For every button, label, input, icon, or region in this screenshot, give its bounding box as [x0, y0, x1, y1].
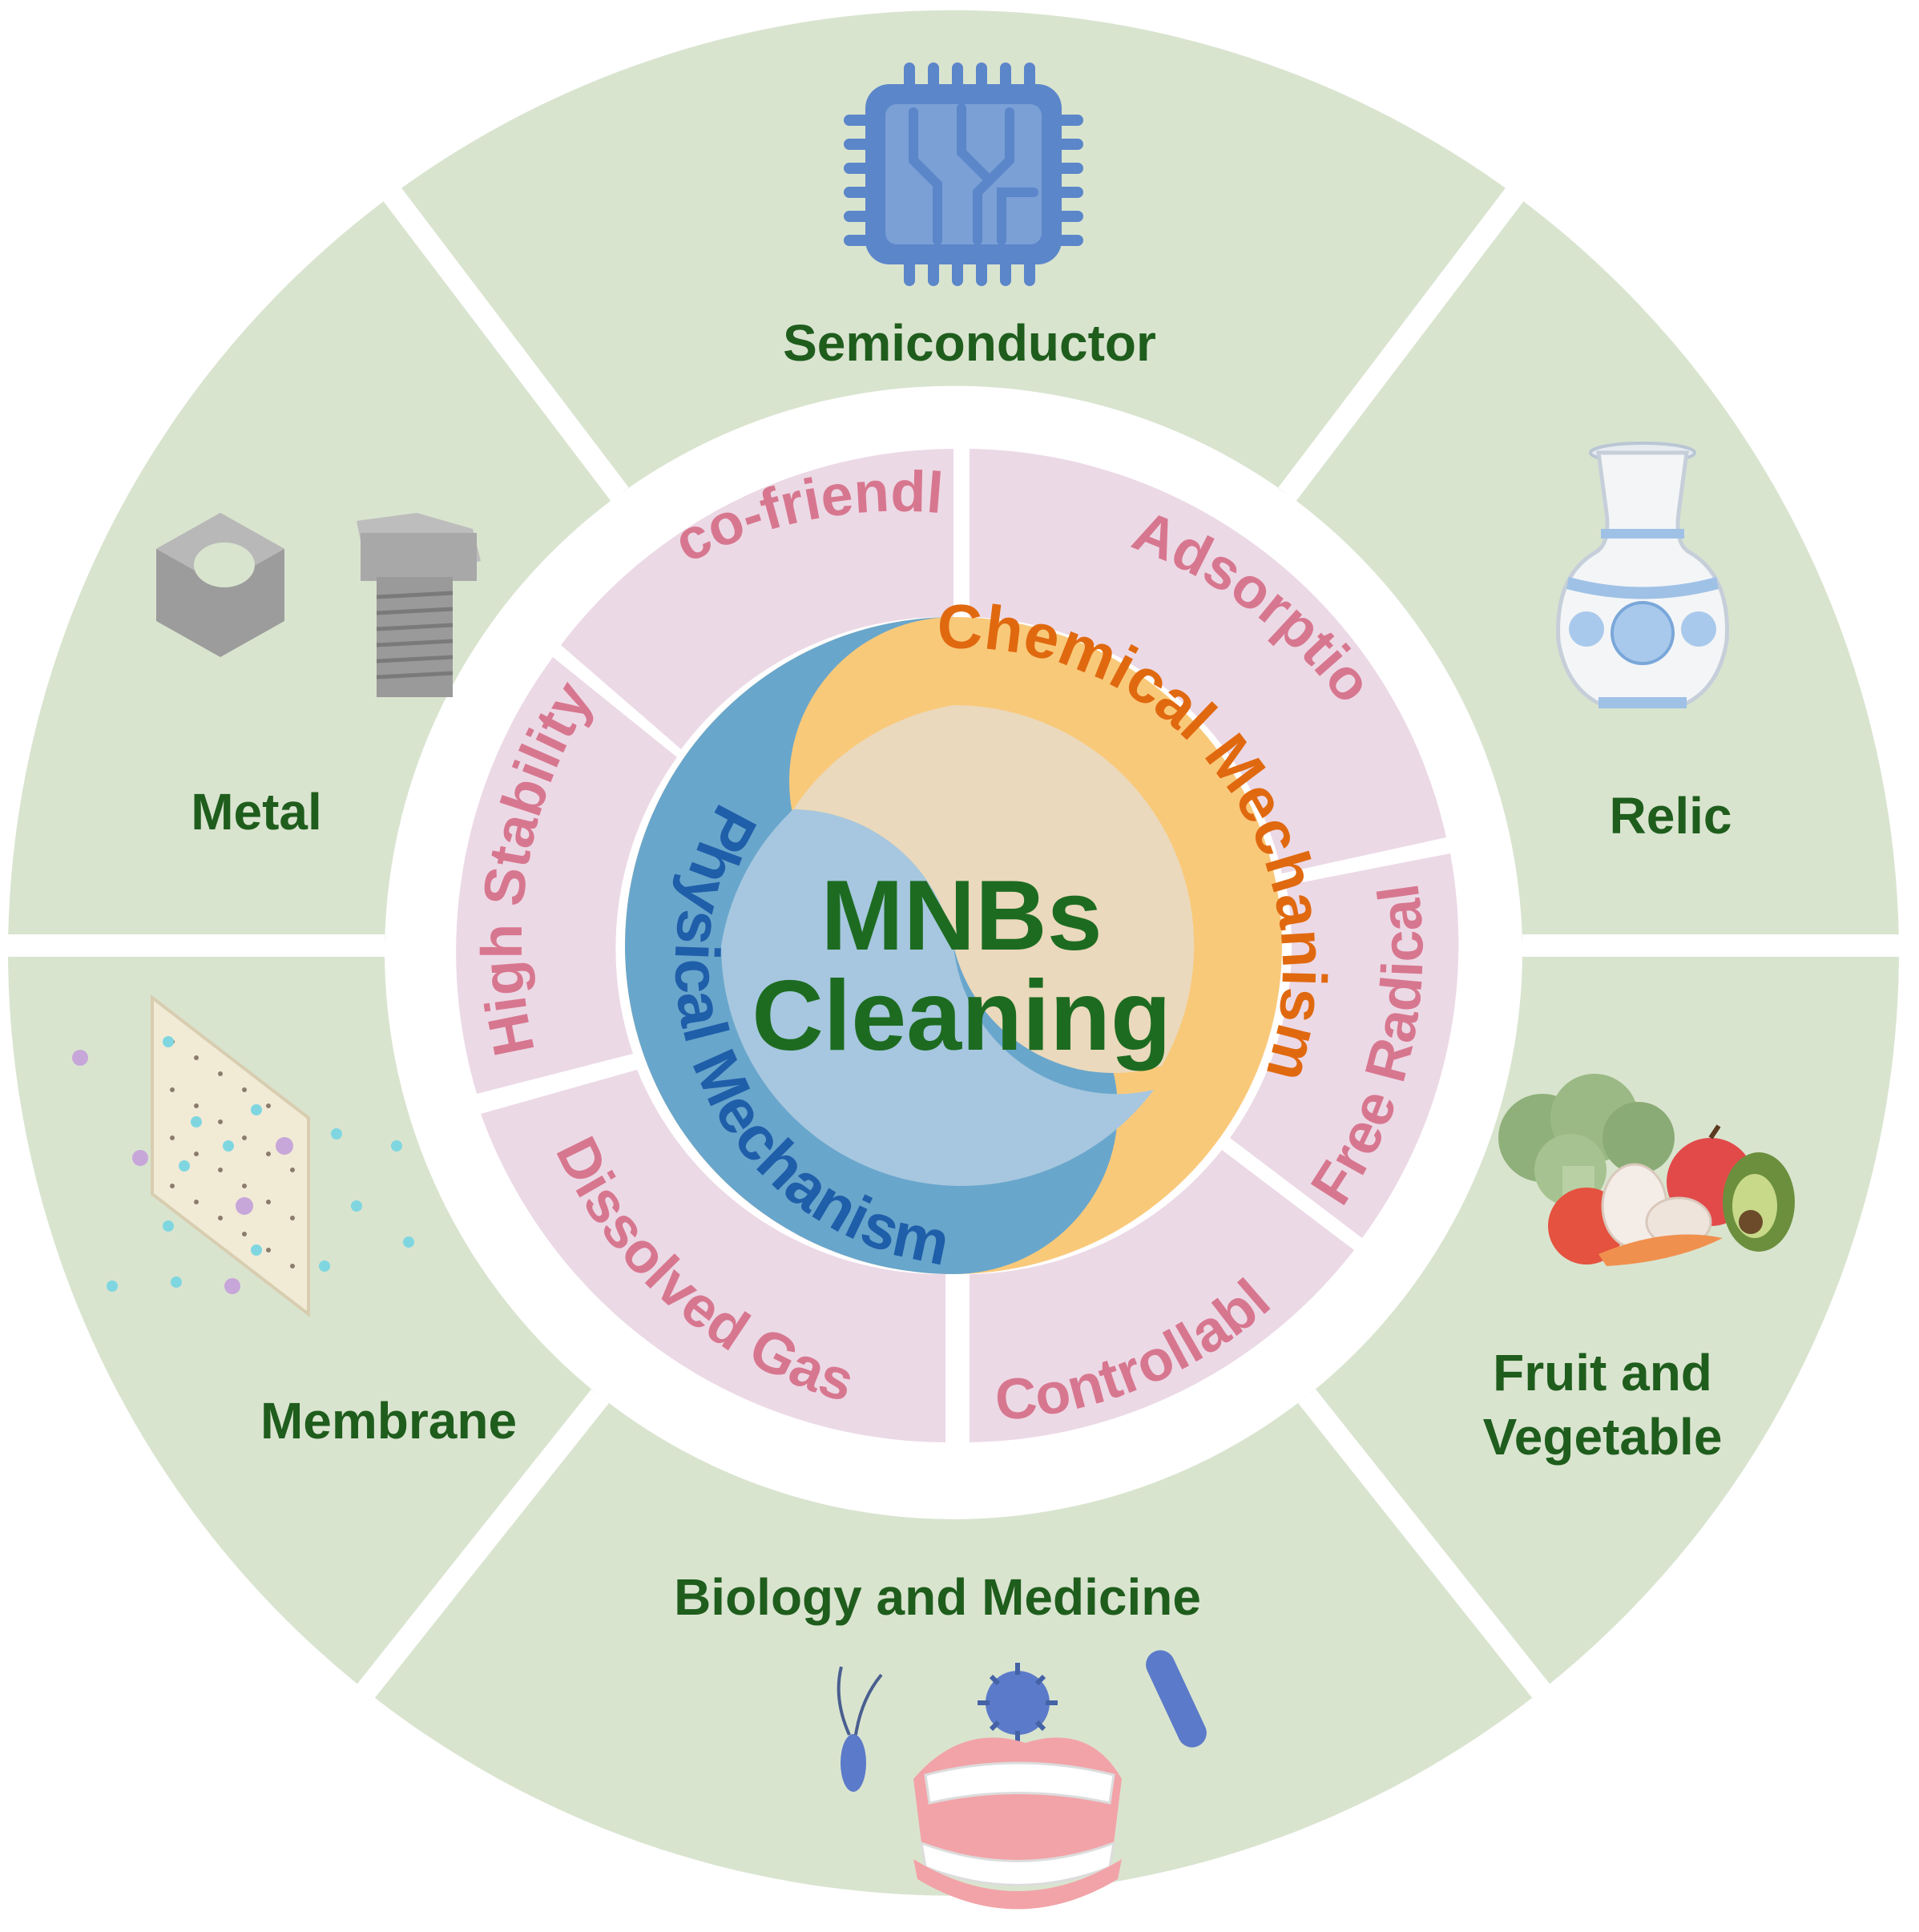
- feature-sector-eco-friendly: [561, 449, 953, 749]
- chemical-inner-lobe: [793, 704, 1195, 1074]
- outer-ring: [0, 10, 1911, 1896]
- feature-sector-high-stability: [456, 657, 677, 1094]
- feature-ring: [456, 449, 1459, 1442]
- app-label-membrane: Membrane: [260, 1392, 517, 1450]
- app-label-fruit-vegetable-2: Vegetable: [1483, 1408, 1723, 1466]
- app-label-relic: Relic: [1610, 787, 1732, 845]
- fruit-vegetable-icon: [1498, 1074, 1795, 1266]
- outer-sector-biology-medicine: [365, 1396, 1542, 1896]
- chip-icon: [844, 63, 1083, 286]
- center-title-line2: Cleaning: [752, 961, 1171, 1071]
- outer-sector-metal: [8, 195, 620, 946]
- feature-sector-controllable: [970, 1150, 1354, 1442]
- app-label-semiconductor: Semiconductor: [783, 314, 1156, 372]
- nut-bolt-icon: [156, 513, 481, 697]
- physical-inner-lobe: [721, 809, 1154, 1187]
- outer-dividers: [0, 177, 1911, 1710]
- feature-sector-dissolved-gas: [481, 1070, 945, 1442]
- center-title-line1: MNBs: [820, 861, 1102, 971]
- center-yin-yang: [625, 617, 1282, 1274]
- feature-sector-free-radical: [1230, 853, 1459, 1238]
- app-label-fruit-vegetable-1: Fruit and: [1493, 1344, 1712, 1402]
- teeth-microbe-icon: [837, 1650, 1207, 1910]
- app-label-metal: Metal: [191, 783, 322, 841]
- membrane-icon: [72, 994, 414, 1318]
- feature-sector-adsorption: [970, 449, 1446, 873]
- outer-sector-fruit-vegetable: [1307, 946, 1900, 1691]
- vase-icon: [1556, 442, 1729, 708]
- app-label-biology-medicine: Biology and Medicine: [674, 1568, 1201, 1626]
